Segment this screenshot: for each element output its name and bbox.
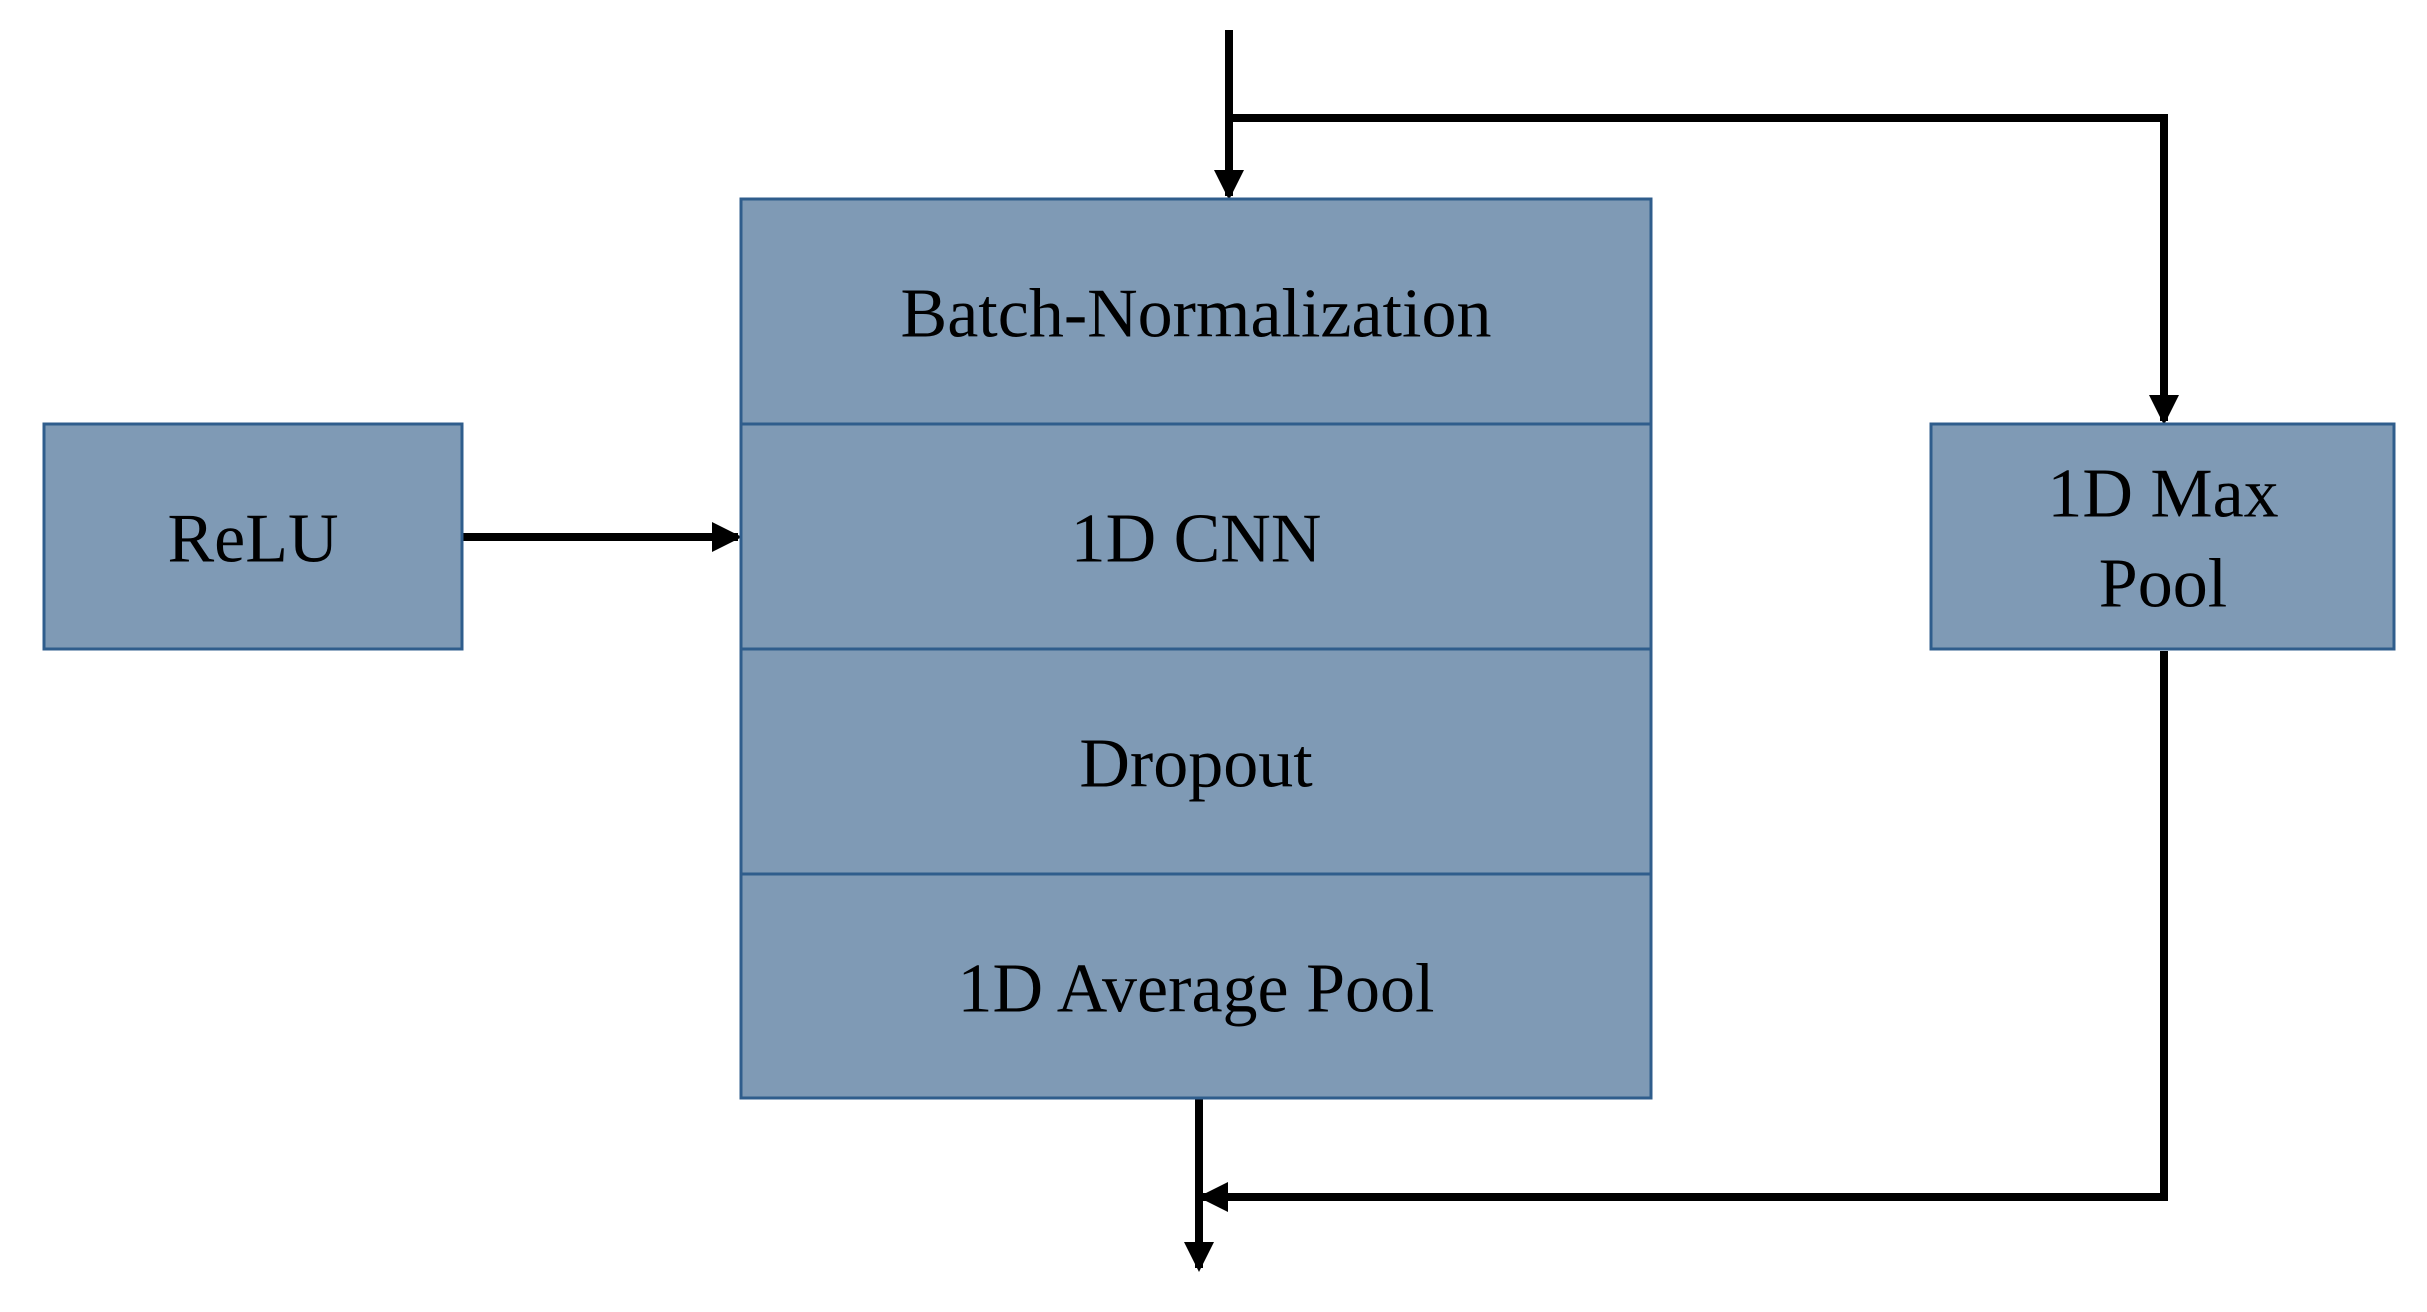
relu-label: ReLU [167, 501, 338, 578]
relu-block: ReLU [42, 422, 464, 651]
max-pool-label-line2: Pool [2099, 546, 2227, 623]
max-pool-label-line1: 1D Max [2047, 456, 2278, 533]
layer-stack: Batch-Normalization 1D CNN Dropout 1D Av… [739, 197, 1653, 1100]
maxpool-to-output-arrow [1198, 651, 2168, 1212]
cnn-1d-label: 1D CNN [1071, 501, 1322, 578]
relu-box [42, 422, 464, 651]
connectors [462, 30, 2179, 1272]
dropout-label: Dropout [1079, 726, 1313, 803]
branch-to-maxpool-arrow [1229, 114, 2179, 425]
batch-normalization-label: Batch-Normalization [901, 276, 1492, 353]
max-pool-box [1929, 422, 2396, 651]
average-pool-1d-label: 1D Average Pool [958, 951, 1435, 1028]
max-pool-block: 1D Max Pool [1929, 422, 2396, 651]
